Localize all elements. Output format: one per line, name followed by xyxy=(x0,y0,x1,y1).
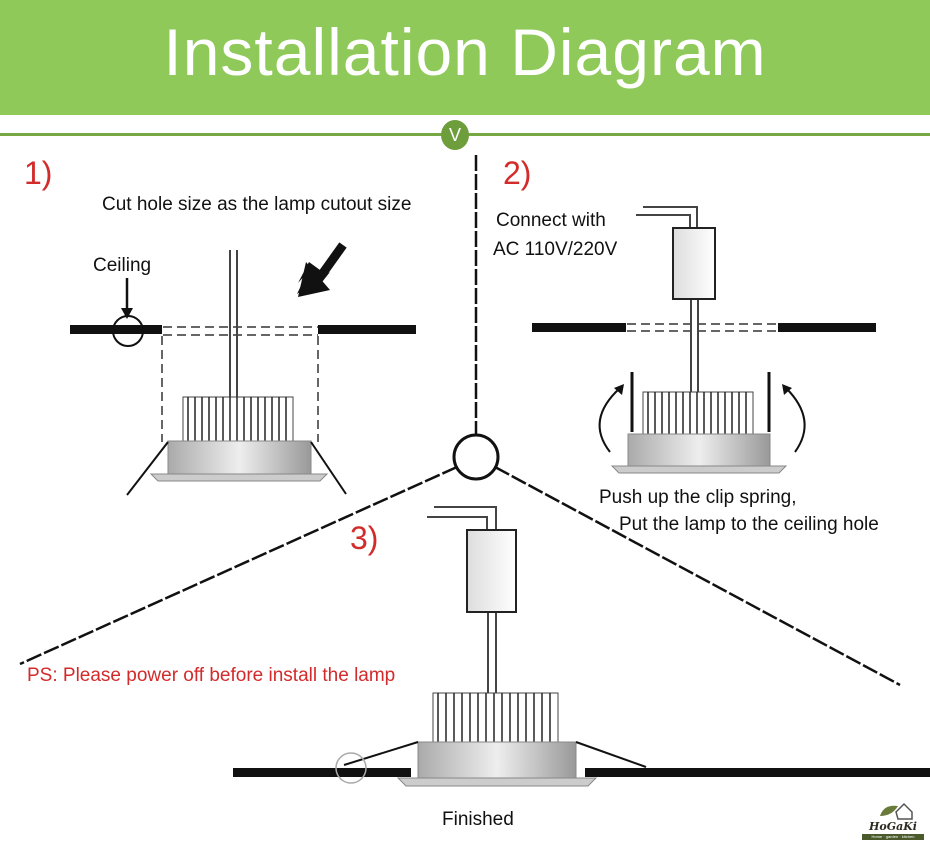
rotate-arrow-left-icon xyxy=(614,384,624,395)
step-2-caption-line2: AC 110V/220V xyxy=(493,239,618,260)
step2-drawing xyxy=(532,206,876,474)
page-title: Installation Diagram xyxy=(163,15,767,89)
driver-box xyxy=(672,227,716,300)
step-2-note-line2: Put the lamp to the ceiling hole xyxy=(619,514,879,535)
driver-box xyxy=(466,529,517,613)
lamp-step1 xyxy=(126,396,347,496)
leaf-house-icon xyxy=(880,802,913,820)
step-1-number: 1) xyxy=(24,155,53,191)
header-banner xyxy=(0,0,930,115)
step-3-number: 3) xyxy=(350,520,379,556)
ceiling-label: Ceiling xyxy=(93,255,152,276)
step-2-caption-line1: Connect with xyxy=(496,210,606,231)
logo-name: HoGaKi xyxy=(869,820,917,833)
step-3-caption: Finished xyxy=(442,809,514,830)
panel-dividers xyxy=(19,155,901,687)
step1-drawing xyxy=(70,242,416,496)
rotate-arrow-right-icon xyxy=(782,384,792,395)
logo-tagline: Home · garden · kitchen xyxy=(862,834,924,840)
center-circle xyxy=(452,433,500,481)
step3-drawing xyxy=(233,506,930,787)
power-off-warning: PS: Please power off before install the … xyxy=(27,665,396,686)
section-badge: V xyxy=(441,120,469,150)
arrow-head-icon xyxy=(298,262,330,297)
step-2-note-line1: Push up the clip spring, xyxy=(599,487,797,508)
brand-logo: HoGaKi Home · garden · kitchen xyxy=(858,800,928,845)
step-2-number: 2) xyxy=(503,155,532,191)
step-1-caption: Cut hole size as the lamp cutout size xyxy=(102,194,412,215)
